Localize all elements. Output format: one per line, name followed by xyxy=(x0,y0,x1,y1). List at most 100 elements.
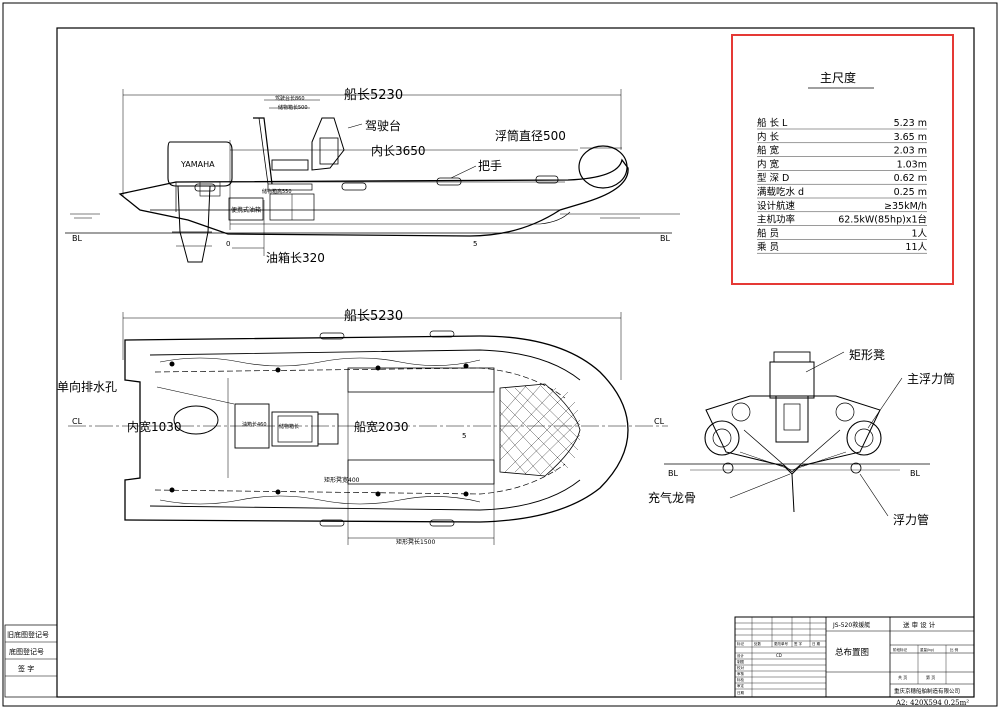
plan-bench-width: 矩形凳宽400 xyxy=(324,476,360,484)
tb-marker: 标记 xyxy=(737,641,745,646)
tb-audit: 审核 xyxy=(737,671,745,676)
dimension-label: 船 员 xyxy=(757,227,779,239)
plan-storage-label: 储物箱长 xyxy=(279,423,299,430)
stamp-row-3: 签 字 xyxy=(18,664,34,673)
tb-company: 重庆京穗船舶制造有限公司 xyxy=(894,687,960,695)
dimension-value: 5.23 m xyxy=(894,118,927,129)
tb-drawing-name: 总布置图 xyxy=(835,647,869,658)
tb-sign: 签 字 xyxy=(794,641,803,646)
side-tube-diameter: 浮筒直径500 xyxy=(495,128,566,143)
dimension-label: 设计航速 xyxy=(757,200,796,212)
plan-bow-mesh xyxy=(499,383,581,477)
dimension-value: 0.25 m xyxy=(894,187,927,198)
stamp-row-2: 底图登记号 xyxy=(9,647,44,656)
tb-file: 更改单号 xyxy=(774,641,788,646)
tb-date2: 日期 xyxy=(737,690,745,695)
plan-drawer-label: 油箱长460 xyxy=(242,421,267,428)
title-block: 标记 处数 更改单号 签 字 日 期 设计 制图 校对 审核 标检 审定 日期 … xyxy=(734,616,975,707)
side-console-label: 驾驶台 xyxy=(365,118,401,133)
dimension-label: 内 长 xyxy=(757,131,780,143)
dimension-label: 船 宽 xyxy=(757,145,780,157)
tb-project: JS-520救援艇 xyxy=(832,621,870,629)
plan-cl-left: CL xyxy=(72,417,83,426)
tb-col-stage: 阶段标记 xyxy=(893,647,907,652)
tb-draw: 制图 xyxy=(737,659,745,664)
side-fuel-tank-length: 油箱长320 xyxy=(266,250,325,265)
tb-qty: 处数 xyxy=(754,641,762,646)
dimension-label: 船 长 L xyxy=(757,117,788,129)
tb-approve: 审定 xyxy=(737,683,745,688)
plan-cl-right: CL xyxy=(654,417,665,426)
plan-bench-bottom xyxy=(347,459,495,485)
drawing-frame xyxy=(56,27,975,698)
plan-hull-outline xyxy=(124,335,629,523)
tb-col-weight: 重量(kg) xyxy=(920,647,935,652)
side-handle-2 xyxy=(535,175,559,184)
side-bow-tube xyxy=(578,145,628,189)
side-stamp: 旧底图登记号 底图登记号 签 字 xyxy=(4,624,58,698)
dimension-label: 乘 员 xyxy=(757,241,779,253)
dimension-label: 满载吃水 d xyxy=(757,186,804,198)
side-view: BL BL 0 5 船长5230 驾驶台长860 储物箱长500 内长3650 … xyxy=(65,88,680,265)
side-station-0: 0 xyxy=(226,240,230,248)
plan-boat-length: 船长5230 xyxy=(344,309,403,324)
dimension-value: 1人 xyxy=(911,228,927,239)
dimension-label: 型 深 D xyxy=(757,173,789,184)
side-bl-right: BL xyxy=(660,234,670,243)
section-bl-right: BL xyxy=(910,469,920,478)
plan-boat-width: 船宽2030 xyxy=(354,419,409,434)
dimensions-rows: 船 长 L 5.23 m 内 长 3.65 m 船 宽 2.03 m 内 宽 1.03m 型 深… xyxy=(757,117,927,254)
water-marks xyxy=(70,213,680,219)
dimension-value: 0.62 m xyxy=(894,173,927,184)
section-float-tube-label: 浮力管 xyxy=(893,512,929,527)
main-dimensions-table: 主尺度 船 长 L 5.23 m 内 长 3.65 m 船 宽 2.03 m 内 宽 1.03… xyxy=(731,34,954,285)
dimensions-title: 主尺度 xyxy=(820,70,856,85)
side-station-5: 5 xyxy=(473,240,477,248)
tb-std: 标检 xyxy=(737,677,745,682)
dimension-value: 2.03 m xyxy=(894,146,927,157)
outboard-engine: YAMAHA xyxy=(167,141,233,263)
console-length-label: 驾驶台长860 xyxy=(275,95,305,102)
section-main-tube xyxy=(846,420,882,456)
dimension-value: 1.03m xyxy=(897,159,927,170)
plan-bench-length: 矩形凳长1500 xyxy=(396,538,435,546)
tb-design: 设计 xyxy=(737,653,745,658)
dimension-value: ≥35kM/h xyxy=(884,201,927,212)
side-hull xyxy=(118,158,629,237)
side-boat-length: 船长5230 xyxy=(344,88,403,103)
tb-small-tag: CD xyxy=(776,653,782,658)
storage-height-label: 储物箱高550 xyxy=(262,188,292,195)
tb-check: 校对 xyxy=(737,665,745,670)
side-bl-left: BL xyxy=(72,234,82,243)
plan-station-5: 5 xyxy=(462,432,466,440)
tb-row-sheet: 第 页 xyxy=(926,674,935,680)
plan-tube-dots xyxy=(169,361,469,497)
section-keel-label: 充气龙骨 xyxy=(648,490,696,505)
side-console: 储物箱高550 xyxy=(253,117,345,221)
section-view: BL BL 矩形凳 主浮力筒 充气龙骨 浮力管 xyxy=(648,347,955,527)
tb-design-stage: 送 审 设 计 xyxy=(903,620,936,629)
stamp-row-1: 旧底图登记号 xyxy=(7,630,49,639)
plan-drain-label: 单向排水孔 xyxy=(57,379,117,394)
engine-brand: YAMAHA xyxy=(180,160,215,169)
plan-bench-top xyxy=(347,367,495,393)
dimension-value: 62.5kW(85hp)x1台 xyxy=(838,214,927,226)
dimension-value: 11人 xyxy=(905,242,927,253)
tb-date: 日 期 xyxy=(812,641,821,646)
side-fuel-box-label: 便携式油箱 xyxy=(231,206,261,214)
tb-row-total: 共 页 xyxy=(898,674,907,680)
storage-length-label: 储物箱长500 xyxy=(278,104,308,111)
side-handle-1 xyxy=(436,177,462,186)
section-bench-label: 矩形凳 xyxy=(849,347,885,362)
section-bl-left: BL xyxy=(668,469,678,478)
plan-view: 船长5230 矩形凳长1500 矩形凳宽400 xyxy=(57,309,668,546)
dimension-value: 3.65 m xyxy=(894,132,927,143)
side-fuel-box xyxy=(228,197,264,221)
tb-col-scale: 比 例 xyxy=(950,647,959,652)
dimensions-highlight-box xyxy=(731,34,954,285)
dimension-label: 主机功率 xyxy=(757,214,796,226)
side-inner-length: 内长3650 xyxy=(371,144,426,158)
dimension-label: 内 宽 xyxy=(757,158,780,170)
